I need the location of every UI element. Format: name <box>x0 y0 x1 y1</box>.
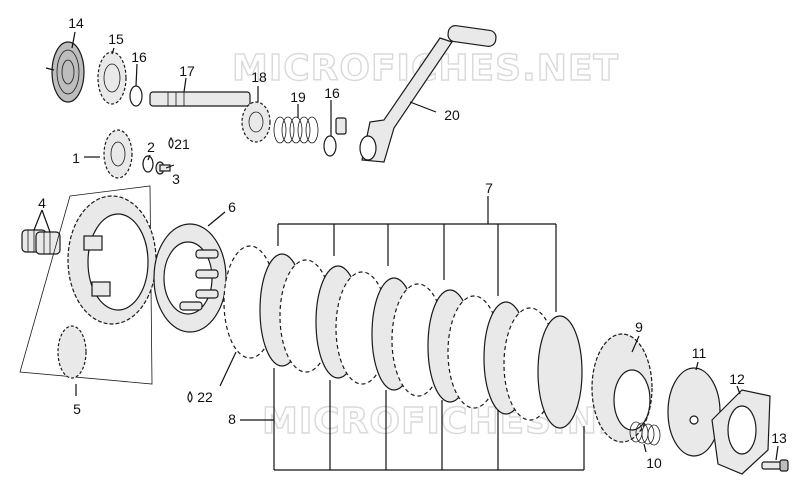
part-10-springs[interactable] <box>629 421 661 446</box>
callout-13: 13 <box>771 430 787 446</box>
part-21-drop[interactable] <box>168 136 174 149</box>
callout-14: 14 <box>68 15 84 31</box>
callout-2: 2 <box>147 139 155 155</box>
watermark-bottom: MICROFICHES.NET <box>262 401 649 442</box>
leader-lines <box>33 31 779 471</box>
callout-3: 3 <box>172 171 180 187</box>
part-4-needle-bearings[interactable] <box>21 229 61 255</box>
callout-16-right: 16 <box>324 85 340 101</box>
callout-16-left: 16 <box>131 49 147 65</box>
clutch-plate-stack <box>223 245 583 429</box>
part-16-washer-left[interactable] <box>129 85 143 107</box>
part-20-kick-lever[interactable] <box>359 25 497 163</box>
part-9-inner-hub[interactable] <box>591 333 653 443</box>
part-2-washer[interactable] <box>142 155 154 173</box>
part-5-clutch-housing[interactable] <box>19 185 157 385</box>
part-12-retainer[interactable] <box>711 389 771 475</box>
callout-15: 15 <box>108 31 124 47</box>
part-14-spiral-spring[interactable] <box>45 41 85 103</box>
part-17-shaft[interactable] <box>149 91 251 107</box>
callout-9: 9 <box>635 319 643 335</box>
callout-8: 8 <box>228 411 236 427</box>
callout-11: 11 <box>692 345 707 361</box>
part-16-washer-right[interactable] <box>323 117 347 157</box>
callout-4: 4 <box>38 195 46 211</box>
callout-6: 6 <box>228 199 236 215</box>
part-15-gear[interactable] <box>97 51 127 105</box>
part-22-drop[interactable] <box>187 390 193 403</box>
part-11-spring-plate[interactable] <box>667 367 721 457</box>
plate-steel[interactable] <box>537 315 583 429</box>
callout-20: 20 <box>444 107 460 123</box>
part-19-spring[interactable] <box>273 116 319 144</box>
callout-7: 7 <box>485 180 493 196</box>
callout-21: 21 <box>174 136 190 152</box>
callout-10: 10 <box>646 455 662 471</box>
callout-12: 12 <box>729 371 745 387</box>
callout-5: 5 <box>73 401 81 417</box>
callout-labels: 14 15 16 17 18 19 16 20 1 2 21 3 4 5 6 7… <box>38 15 787 471</box>
callout-1: 1 <box>72 150 80 166</box>
callout-22: 22 <box>197 389 213 405</box>
callout-18: 18 <box>251 69 267 85</box>
part-3-bolt[interactable] <box>155 161 171 175</box>
callout-17: 17 <box>179 63 195 79</box>
part-13-bolt[interactable] <box>761 459 789 472</box>
part-1-gear[interactable] <box>103 129 133 179</box>
part-6-pressure-plate[interactable] <box>153 223 227 333</box>
part-18-ratchet[interactable] <box>241 101 271 143</box>
callout-19: 19 <box>290 89 306 105</box>
